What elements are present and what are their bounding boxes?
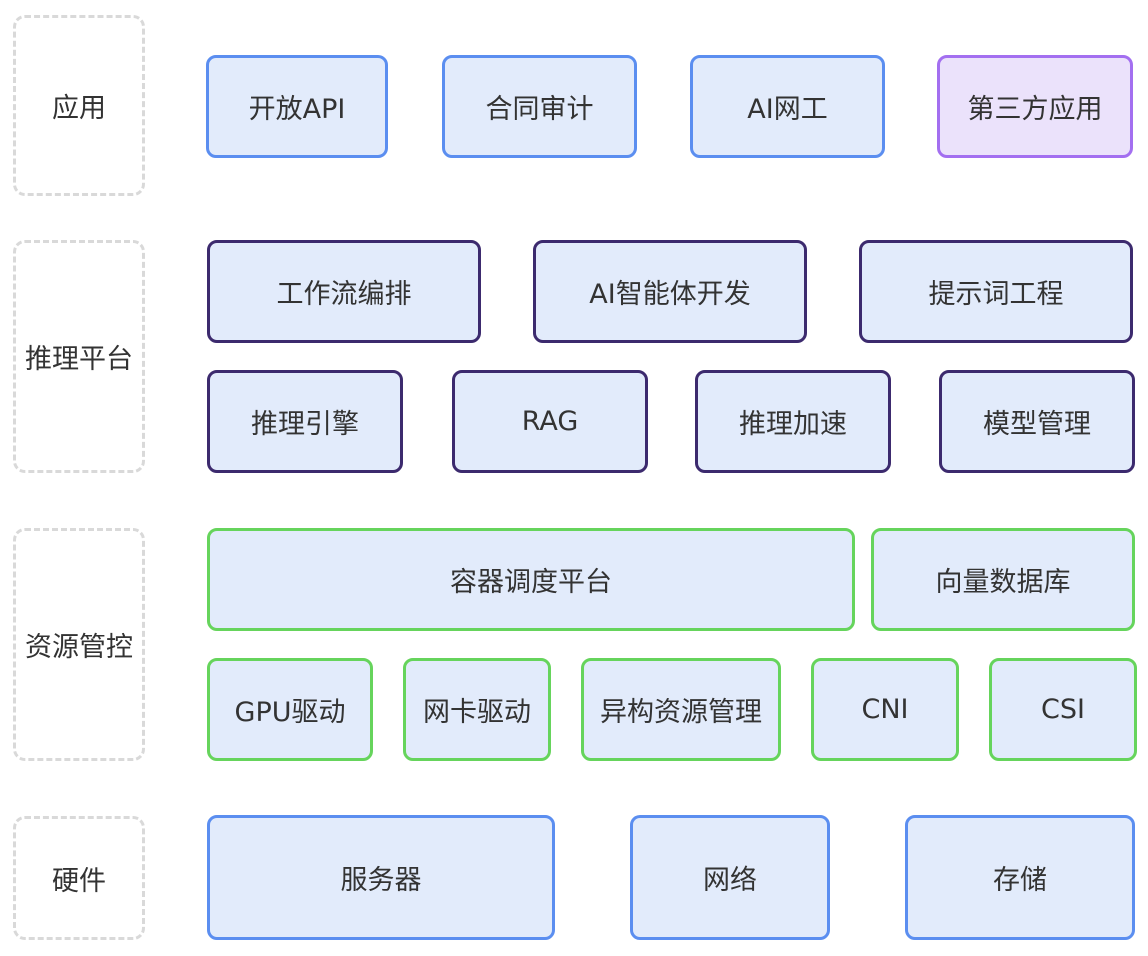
- hetero-mgmt-label: 异构资源管理: [600, 697, 762, 728]
- layer-resource-control-label: 资源管控: [25, 632, 133, 663]
- nic-driver-box: 网卡驱动: [403, 658, 551, 761]
- rag-label: RAG: [521, 406, 579, 437]
- ai-network-label: AI网工: [747, 94, 828, 125]
- layer-resource-control: 资源管控: [13, 528, 145, 761]
- csi-box: CSI: [989, 658, 1137, 761]
- workflow-box: 工作流编排: [207, 240, 481, 343]
- layer-inference-platform-label: 推理平台: [25, 344, 133, 375]
- server-label: 服务器: [340, 865, 422, 896]
- agent-dev-label: AI智能体开发: [589, 279, 751, 310]
- inference-accel-box: 推理加速: [695, 370, 891, 473]
- vector-db-label: 向量数据库: [935, 567, 1071, 598]
- layer-application: 应用: [13, 15, 145, 196]
- inference-engine-label: 推理引擎: [251, 409, 359, 440]
- model-mgmt-label: 模型管理: [983, 409, 1091, 440]
- storage-box: 存储: [905, 815, 1135, 940]
- third-party-label: 第三方应用: [967, 94, 1103, 125]
- gpu-driver-label: GPU驱动: [234, 697, 346, 728]
- contract-audit-label: 合同审计: [485, 94, 594, 125]
- layer-hardware-label: 硬件: [52, 865, 106, 897]
- network-label: 网络: [703, 865, 757, 896]
- vector-db-box: 向量数据库: [871, 528, 1135, 631]
- open-api-box: 开放API: [206, 55, 388, 158]
- container-scheduler-label: 容器调度平台: [450, 567, 612, 598]
- workflow-label: 工作流编排: [276, 279, 412, 310]
- model-mgmt-box: 模型管理: [939, 370, 1135, 473]
- third-party-box: 第三方应用: [937, 55, 1133, 158]
- prompt-engineering-label: 提示词工程: [928, 279, 1064, 310]
- layer-inference-platform: 推理平台: [13, 240, 145, 473]
- network-box: 网络: [630, 815, 830, 940]
- container-scheduler-box: 容器调度平台: [207, 528, 855, 631]
- rag-box: RAG: [452, 370, 648, 473]
- contract-audit-box: 合同审计: [442, 55, 637, 158]
- prompt-engineering-box: 提示词工程: [859, 240, 1133, 343]
- cni-label: CNI: [861, 694, 909, 725]
- agent-dev-box: AI智能体开发: [533, 240, 807, 343]
- server-box: 服务器: [207, 815, 555, 940]
- hetero-mgmt-box: 异构资源管理: [581, 658, 781, 761]
- cni-box: CNI: [811, 658, 959, 761]
- inference-accel-label: 推理加速: [739, 409, 847, 440]
- gpu-driver-box: GPU驱动: [207, 658, 373, 761]
- open-api-label: 开放API: [248, 94, 346, 125]
- layer-application-label: 应用: [52, 93, 106, 124]
- nic-driver-label: 网卡驱动: [423, 697, 531, 728]
- layer-hardware: 硬件: [13, 816, 145, 940]
- ai-network-box: AI网工: [690, 55, 885, 158]
- csi-label: CSI: [1041, 694, 1085, 725]
- inference-engine-box: 推理引擎: [207, 370, 403, 473]
- storage-label: 存储: [993, 865, 1047, 896]
